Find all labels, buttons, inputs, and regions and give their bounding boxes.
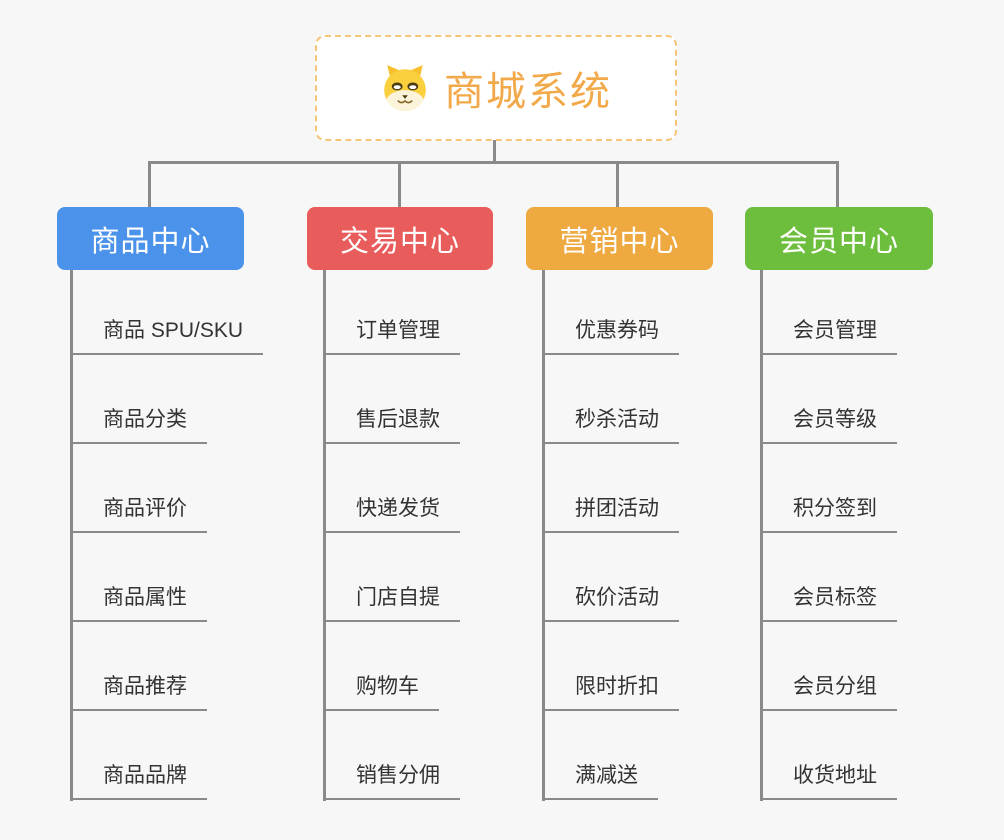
leaf-node[interactable]: 商品分类 xyxy=(70,406,207,444)
branch-node-product-center[interactable]: 商品中心 xyxy=(57,207,244,270)
doge-icon xyxy=(384,65,426,111)
branch-label: 会员中心 xyxy=(778,225,899,258)
leaf-node[interactable]: 会员分组 xyxy=(760,673,897,711)
connector-drop-marketing xyxy=(616,161,619,208)
branch-label: 商品中心 xyxy=(90,225,211,258)
branch-label: 交易中心 xyxy=(339,225,460,258)
leaf-node[interactable]: 商品品牌 xyxy=(70,762,207,800)
leaf-node[interactable]: 售后退款 xyxy=(323,406,460,444)
leaf-node[interactable]: 订单管理 xyxy=(323,317,460,355)
leaf-node[interactable]: 购物车 xyxy=(323,673,439,711)
connector-bus xyxy=(148,161,839,164)
leaf-node[interactable]: 商品推荐 xyxy=(70,673,207,711)
leaf-node[interactable]: 积分签到 xyxy=(760,495,897,533)
leaf-node[interactable]: 会员管理 xyxy=(760,317,897,355)
leaf-node[interactable]: 秒杀活动 xyxy=(542,406,679,444)
connector-drop-member xyxy=(836,161,839,208)
branch-node-marketing-center[interactable]: 营销中心 xyxy=(526,207,713,270)
leaf-node[interactable]: 会员等级 xyxy=(760,406,897,444)
leaf-node[interactable]: 商品评价 xyxy=(70,495,207,533)
branch-label: 营销中心 xyxy=(559,225,680,258)
root-node-mall-system[interactable]: 商城系统 xyxy=(315,35,677,141)
connector-spine-member xyxy=(760,270,763,801)
branch-node-member-center[interactable]: 会员中心 xyxy=(745,207,933,270)
leaf-node[interactable]: 优惠券码 xyxy=(542,317,679,355)
connector-drop-trade xyxy=(398,161,401,208)
leaf-node[interactable]: 限时折扣 xyxy=(542,673,679,711)
root-title: 商城系统 xyxy=(444,70,612,114)
leaf-node[interactable]: 会员标签 xyxy=(760,584,897,622)
leaf-node[interactable]: 商品 SPU/SKU xyxy=(70,317,264,355)
leaf-node[interactable]: 砍价活动 xyxy=(542,584,679,622)
connector-spine-marketing xyxy=(542,270,545,801)
connector-spine-trade xyxy=(323,270,326,801)
connector-root-stub xyxy=(493,140,496,163)
connector-spine-product xyxy=(70,270,73,801)
leaf-node[interactable]: 商品属性 xyxy=(70,584,207,622)
leaf-node[interactable]: 满减送 xyxy=(542,762,658,800)
leaf-node[interactable]: 门店自提 xyxy=(323,584,460,622)
leaf-node[interactable]: 收货地址 xyxy=(760,762,897,800)
leaf-node[interactable]: 销售分佣 xyxy=(323,762,460,800)
branch-node-trade-center[interactable]: 交易中心 xyxy=(307,207,493,270)
leaf-node[interactable]: 快递发货 xyxy=(323,495,460,533)
leaf-node[interactable]: 拼团活动 xyxy=(542,495,679,533)
connector-drop-product xyxy=(148,161,151,208)
